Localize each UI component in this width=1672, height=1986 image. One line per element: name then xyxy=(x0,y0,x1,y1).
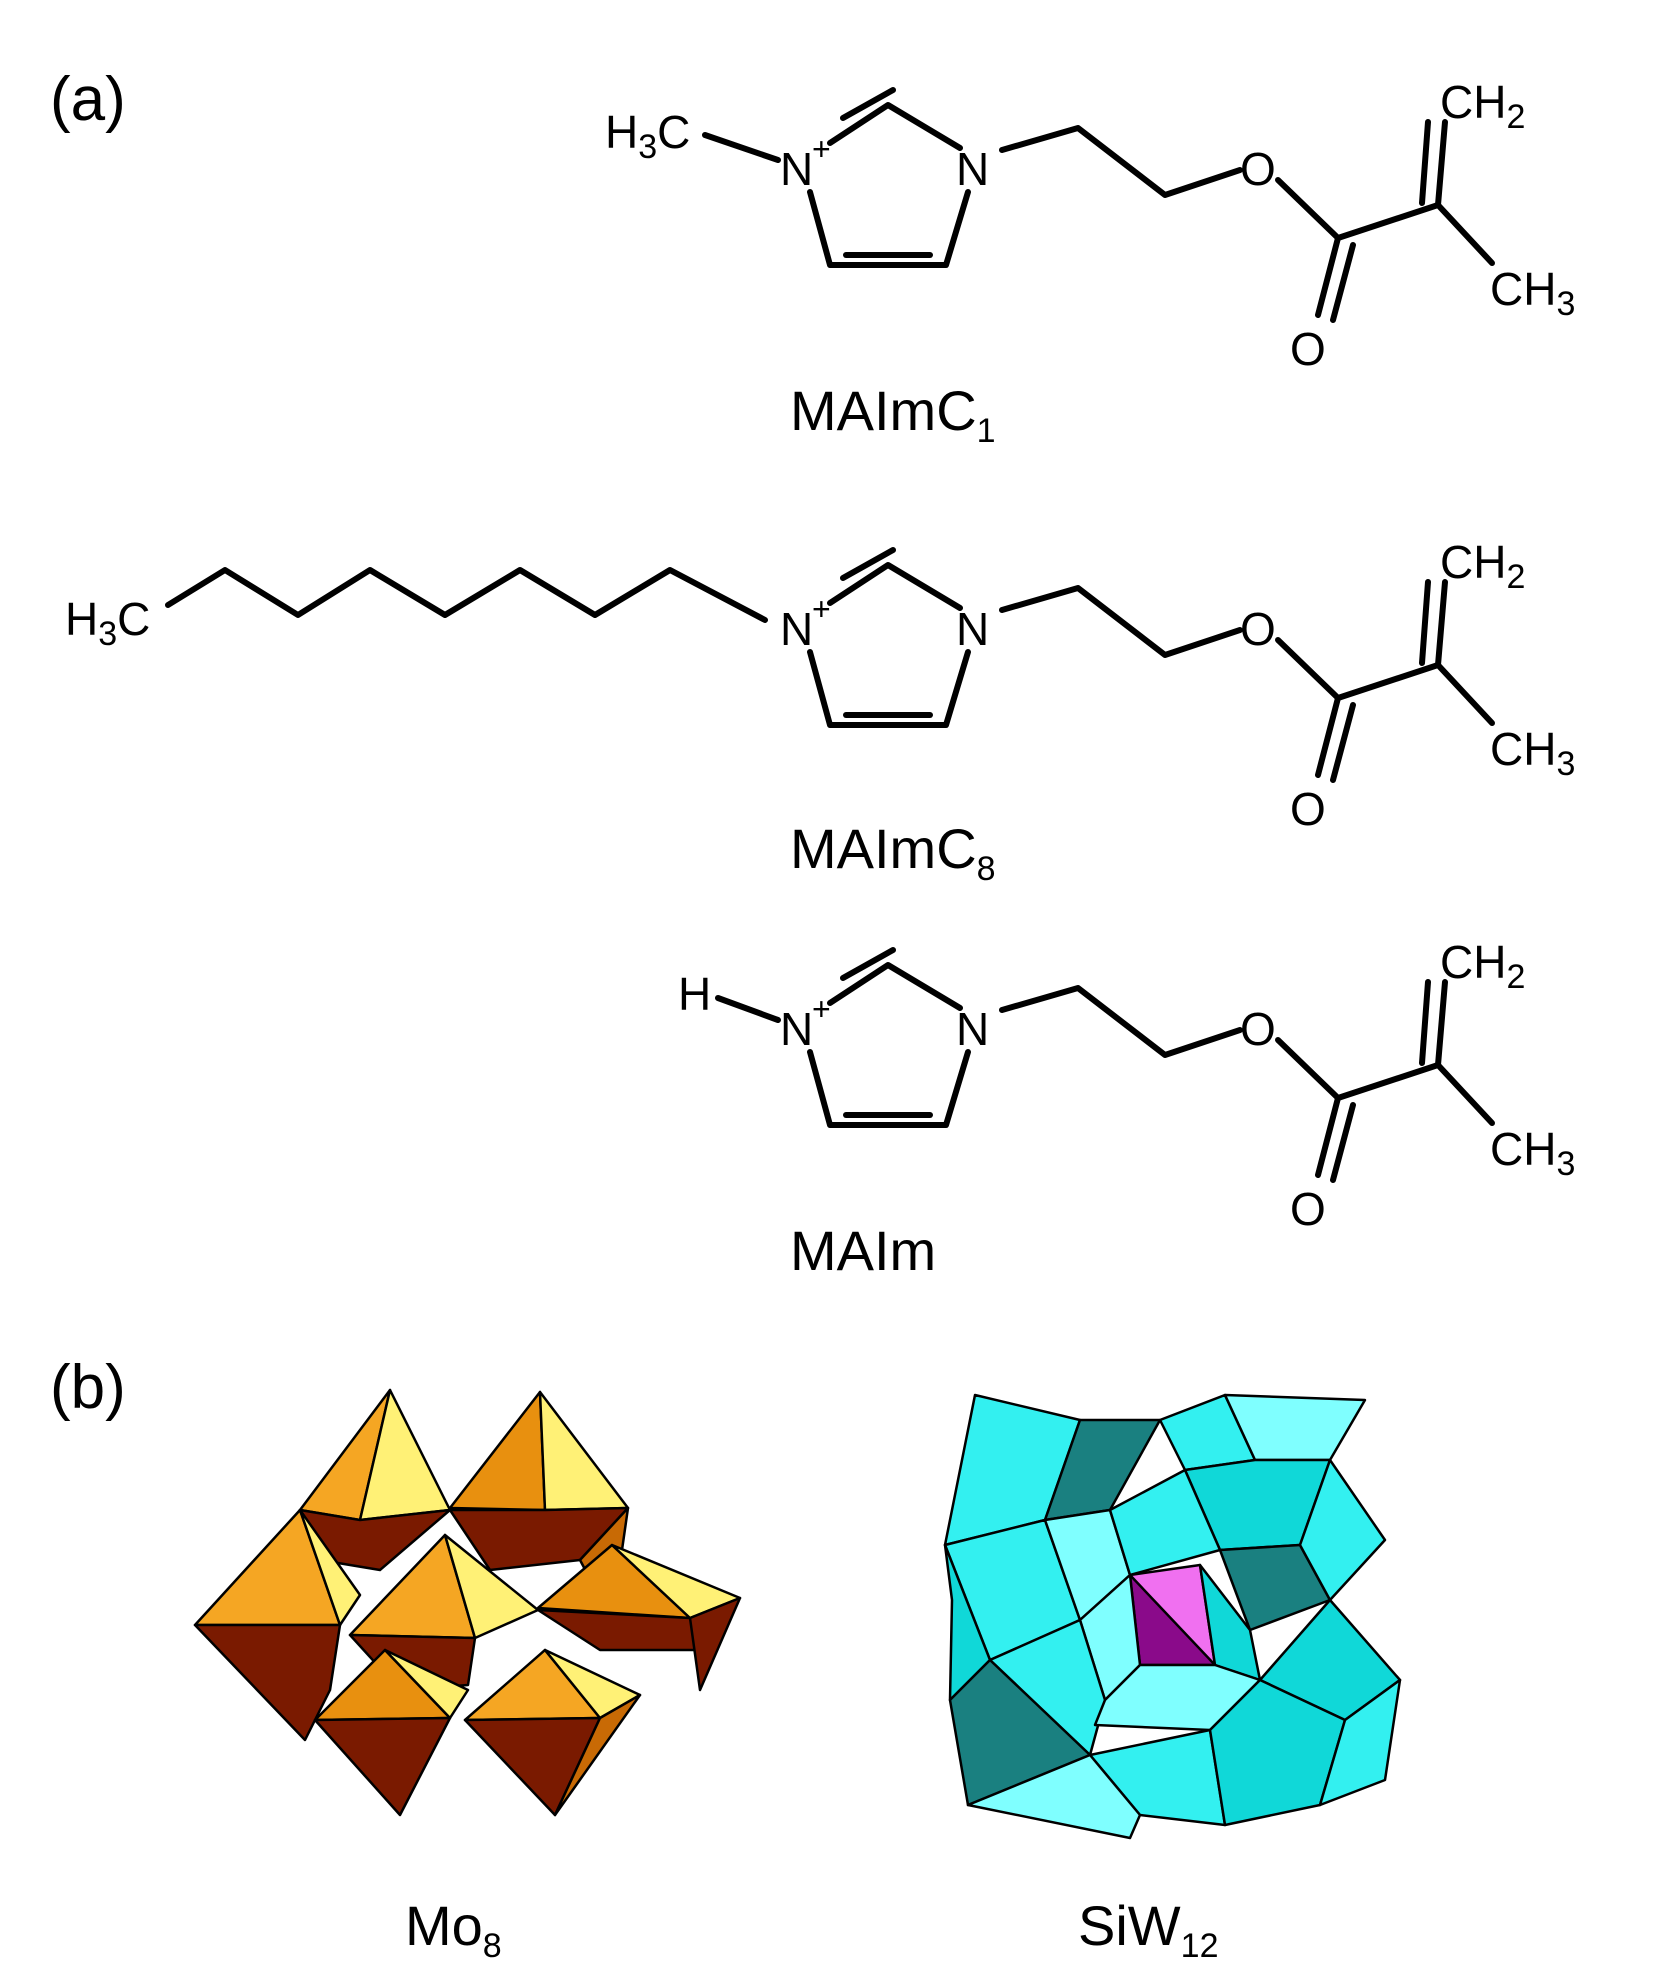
octyl-chain xyxy=(165,567,768,623)
ch2-label: CH2 xyxy=(1440,936,1525,996)
ch3-label: CH3 xyxy=(1490,263,1575,323)
methyl-label: H3C xyxy=(605,106,690,166)
molecule-maimc1: H3C N + N O O CH2 CH3 MAImC1 xyxy=(605,76,1575,450)
molecule-name: MAImC8 xyxy=(790,817,996,888)
ch3-label: CH3 xyxy=(1490,1123,1575,1183)
methyl-label: H3C xyxy=(65,593,150,653)
o-ester-atom: O xyxy=(1240,603,1276,655)
siw12-polyhedra xyxy=(943,1393,1402,1840)
o-carbonyl-atom: O xyxy=(1290,783,1326,835)
n-atom: N xyxy=(956,603,989,655)
n-atom: N xyxy=(956,143,989,195)
molecule-name: MAIm xyxy=(790,1219,936,1282)
plus-charge: + xyxy=(812,591,831,627)
mo8-polyhedra xyxy=(193,1388,742,1817)
siw12-label: SiW12 xyxy=(1078,1894,1218,1965)
plus-charge: + xyxy=(812,991,831,1027)
n-atom: N xyxy=(956,1003,989,1055)
n-plus-atom: N xyxy=(780,1003,813,1055)
h-label: H xyxy=(678,968,711,1020)
mo8-label: Mo8 xyxy=(405,1894,502,1965)
molecule-name: MAImC1 xyxy=(790,379,996,450)
o-ester-atom: O xyxy=(1240,143,1276,195)
n-plus-atom: N xyxy=(780,603,813,655)
n-plus-atom: N xyxy=(780,143,813,195)
panel-label-a: (a) xyxy=(50,65,126,134)
molecule-maimc8: H3C N + N O O CH2 CH3 MAImC8 xyxy=(65,536,1575,888)
ch3-label: CH3 xyxy=(1490,723,1575,783)
plus-charge: + xyxy=(812,131,831,167)
ch2-label: CH2 xyxy=(1440,76,1525,136)
o-carbonyl-atom: O xyxy=(1290,323,1326,375)
panel-label-b: (b) xyxy=(50,1353,126,1422)
molecule-maim: H N + N O O CH2 CH3 MAIm xyxy=(678,936,1575,1282)
o-ester-atom: O xyxy=(1240,1003,1276,1055)
o-carbonyl-atom: O xyxy=(1290,1183,1326,1235)
ch2-label: CH2 xyxy=(1440,536,1525,596)
